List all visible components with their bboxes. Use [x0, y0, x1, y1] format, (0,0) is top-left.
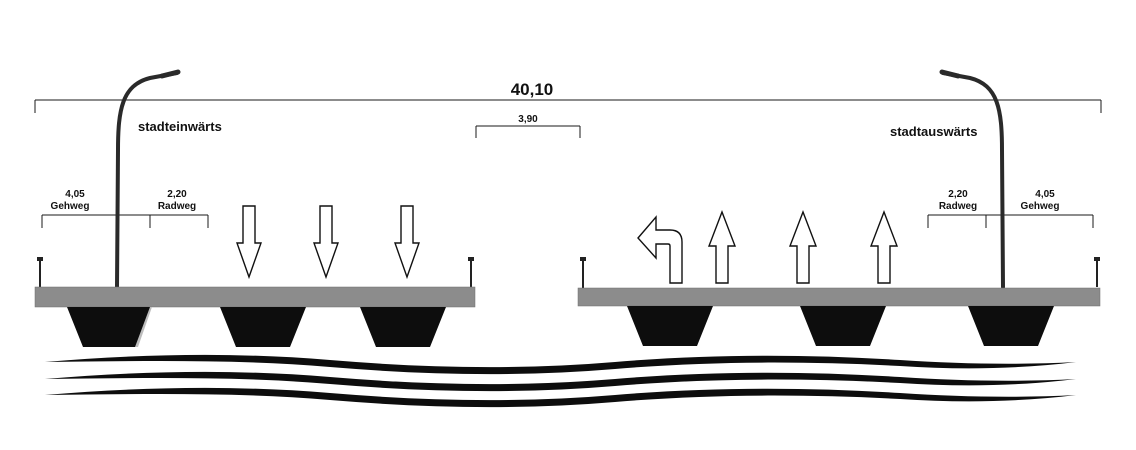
- median-dimension: 3,90: [475, 114, 581, 138]
- girder-left-1: [67, 307, 152, 347]
- lane-arrows-right: [637, 210, 899, 284]
- water-wave-1: [45, 354, 1076, 375]
- bridge-deck-left: [34, 286, 476, 308]
- total-width-label: 40,10: [511, 80, 554, 99]
- arrow-down-icon: [236, 205, 262, 280]
- street-lamp-right: [939, 69, 1005, 289]
- street-lamp-icon: [941, 71, 1005, 289]
- arrow-down-icon: [313, 205, 339, 280]
- railing-post-icon: [1094, 257, 1100, 287]
- right-sidewalk-width: 4,05: [1035, 189, 1055, 200]
- street-lamp-icon: [115, 71, 179, 289]
- lamp-head-left: [159, 69, 181, 79]
- lane-arrows-left: [236, 205, 420, 280]
- total-width-dimension: 40,10: [34, 80, 1102, 113]
- lamp-head-right: [939, 69, 961, 79]
- right-bikelane-width: 2,20: [948, 189, 968, 200]
- direction-label-left: stadteinwärts: [138, 119, 222, 134]
- railing-posts: [37, 257, 1100, 288]
- left-bikelane-name: Radweg: [158, 201, 196, 212]
- street-lamp-left: [115, 69, 181, 289]
- bridge-deck-right: [577, 287, 1101, 307]
- right-sidewalk-name: Gehweg: [1021, 201, 1060, 212]
- girders: [67, 306, 1054, 347]
- left-lane-dimensions: 4,05 Gehweg 2,20 Radweg: [41, 189, 209, 228]
- water-wave-2: [45, 371, 1076, 392]
- arrow-up-icon: [707, 210, 737, 284]
- girder-right-2: [800, 306, 886, 346]
- water-wave-3: [45, 387, 1076, 408]
- water-waves: [45, 354, 1076, 408]
- girder-right-1: [627, 306, 713, 346]
- median-label: 3,90: [518, 114, 538, 125]
- right-lane-dimensions: 2,20 Radweg 4,05 Gehweg: [927, 189, 1094, 228]
- left-sidewalk-name: Gehweg: [51, 201, 90, 212]
- left-sidewalk-width: 4,05: [65, 189, 85, 200]
- arrow-up-icon: [788, 210, 818, 284]
- arrow-turn-left-icon: [637, 215, 683, 284]
- railing-post-icon: [37, 257, 43, 287]
- girder-left-2: [220, 307, 306, 347]
- railing-post-icon: [468, 257, 474, 287]
- left-bikelane-width: 2,20: [167, 189, 187, 200]
- direction-label-right: stadtauswärts: [890, 124, 977, 139]
- right-bikelane-name: Radweg: [939, 201, 977, 212]
- girder-right-3: [968, 306, 1054, 346]
- arrow-up-icon: [869, 210, 899, 284]
- railing-post-icon: [580, 257, 586, 288]
- girder-left-3: [360, 307, 446, 347]
- arrow-down-icon: [394, 205, 420, 280]
